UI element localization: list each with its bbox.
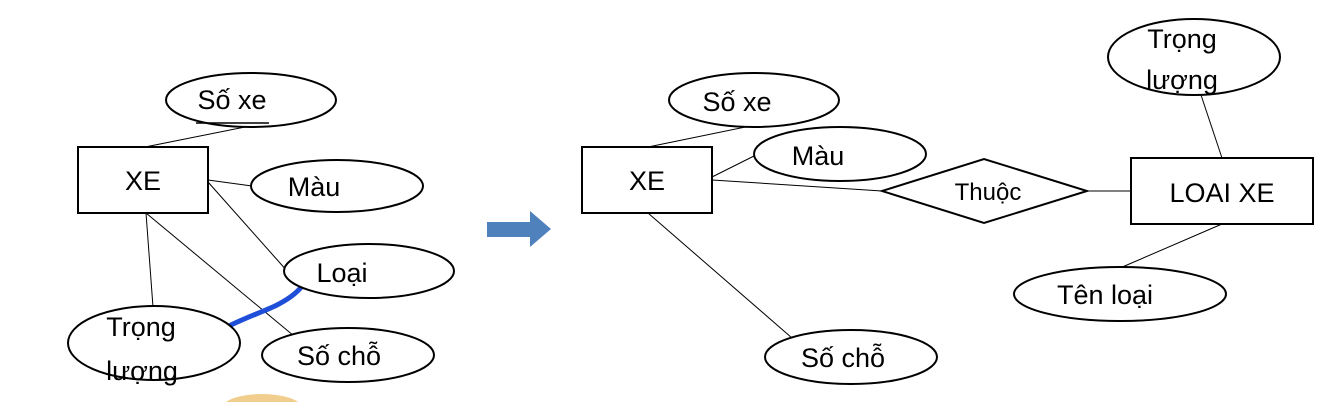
right-relationship-thuoc-label: Thuộc — [955, 179, 1022, 206]
right-connector-tenloai — [1119, 223, 1223, 269]
right-attr-tenloai-label: Tên loại — [1057, 280, 1153, 310]
right-attr-soxe-label: Số xe — [702, 87, 771, 117]
left-attr-trongluong-label-2: lượng — [106, 356, 178, 386]
right-attr-socho — [764, 329, 938, 385]
decorative-blob — [225, 394, 299, 402]
left-connector-socho — [145, 212, 295, 337]
left-er-diagram: XE Số xe Màu Loại Trọng lượng Số chỗ — [67, 72, 455, 386]
right-attr-mau — [753, 126, 927, 182]
left-connector-trongluong — [145, 212, 154, 308]
right-entity-loaixe-label: LOAI XE — [1169, 178, 1274, 208]
left-entity-xe-label: XE — [125, 166, 161, 196]
right-attr-trongluong-label-2: lượng — [1146, 65, 1218, 95]
right-entity-xe — [581, 146, 713, 214]
right-arrow-icon — [487, 211, 551, 247]
right-connector-mau — [711, 153, 759, 178]
left-connector-soxe — [144, 125, 251, 148]
right-connector-thuoc — [711, 179, 883, 192]
right-er-diagram: XE Số xe Màu Thuộc LOAI XE Trọng lượng T… — [581, 18, 1314, 385]
right-attr-trongluong-label-1: Trọng — [1147, 24, 1217, 54]
right-relationship-thuoc — [878, 157, 1091, 225]
left-attr-socho — [261, 327, 435, 383]
right-connector-trongluong — [1197, 85, 1223, 159]
left-attr-trongluong-label-1: Trọng — [106, 312, 176, 342]
right-entity-loaixe — [1130, 157, 1314, 225]
left-attr-loai-label: Loại — [316, 258, 367, 288]
annotation-stroke — [226, 282, 306, 329]
right-connector-socho — [647, 212, 793, 339]
left-attr-socho-label: Số chỗ — [297, 340, 381, 371]
left-attr-loai — [283, 243, 455, 299]
right-attr-socho-label: Số chỗ — [801, 342, 885, 373]
right-attr-tenloai — [1013, 266, 1227, 322]
right-attr-mau-label: Màu — [792, 141, 845, 171]
left-attr-trongluong — [67, 305, 241, 381]
right-entity-xe-label: XE — [629, 166, 665, 196]
left-connector-loai — [207, 181, 289, 273]
left-attr-mau — [250, 159, 424, 213]
right-attr-soxe — [668, 72, 840, 128]
left-attr-mau-label: Màu — [288, 172, 341, 202]
left-connector-mau — [207, 179, 253, 187]
right-attr-trongluong — [1107, 18, 1281, 96]
left-attr-soxe-label: Số xe — [197, 85, 266, 115]
left-entity-xe — [77, 146, 209, 214]
right-connector-soxe — [647, 123, 761, 148]
left-attr-soxe — [165, 72, 337, 128]
